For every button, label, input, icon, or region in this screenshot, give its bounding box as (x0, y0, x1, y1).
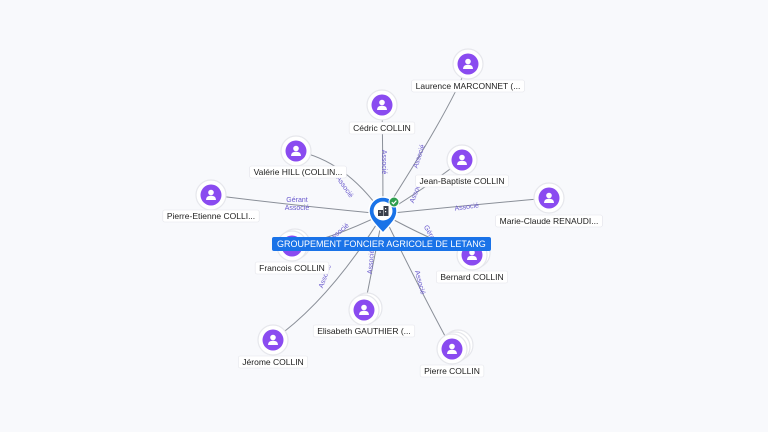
center-company-label[interactable]: GROUPEMENT FONCIER AGRICOLE DE LETANG (272, 237, 491, 251)
edge-label: Associé (412, 144, 426, 170)
node-label: Jean-Baptiste COLLIN (419, 176, 504, 186)
person-node-marie-claude[interactable]: Marie-Claude RENAUDI... (495, 182, 603, 228)
node-label-bg (162, 209, 260, 223)
edge-line (382, 197, 550, 215)
edge-label: Associé (367, 249, 376, 274)
node-label-bg (436, 270, 508, 284)
person-icon (377, 99, 387, 110)
person-node-pierre-etienne[interactable]: Pierre-Etienne COLLI... (162, 179, 260, 223)
check-icon (388, 196, 400, 208)
edge-line (382, 213, 453, 350)
node-label-bg (415, 174, 509, 188)
person-icon (206, 189, 216, 200)
node-label: Marie-Claude RENAUDI... (500, 216, 599, 226)
person-icon (467, 249, 477, 260)
edge-label: Associé (285, 205, 310, 212)
person-node-valerie[interactable]: Valérie HILL (COLLIN... (249, 135, 347, 179)
person-icon (463, 58, 473, 69)
node-label: Elisabeth GAUTHIER (... (317, 326, 411, 336)
person-icon (544, 192, 554, 203)
node-label-bg (411, 79, 525, 93)
edge-label: Associé (413, 270, 426, 296)
edge-marie-claude: Associé (382, 197, 550, 215)
person-icon (447, 343, 457, 354)
node-label: Pierre COLLIN (424, 366, 480, 376)
edge-line (272, 213, 384, 341)
edge-label: Associé (380, 150, 387, 175)
node-label-bg (419, 364, 485, 378)
person-icon (291, 145, 301, 156)
edge-label: Associé (454, 202, 479, 212)
person-node-elisabeth[interactable]: Elisabeth GAUTHIER (... (312, 292, 416, 338)
person-node-jean-baptiste[interactable]: Jean-Baptiste COLLIN (415, 144, 509, 188)
node-label-bg (254, 261, 330, 275)
company-icon (378, 206, 389, 216)
node-label: Jérome COLLIN (242, 357, 303, 367)
person-node-pierre[interactable]: Pierre COLLIN (419, 329, 485, 378)
person-icon (359, 304, 369, 315)
edge-line (210, 194, 384, 215)
person-icon (457, 154, 467, 165)
node-label: Laurence MARCONNET (... (416, 81, 521, 91)
node-label-bg (348, 121, 416, 135)
node-label: Cédric COLLIN (353, 123, 411, 133)
node-label-bg (249, 165, 347, 179)
node-label: Valérie HILL (COLLIN... (254, 167, 343, 177)
person-node-laurence[interactable]: Laurence MARCONNET (... (411, 48, 525, 93)
node-label-bg (495, 214, 603, 228)
center-node[interactable] (368, 196, 400, 235)
person-node-cedric[interactable]: Cédric COLLIN (348, 89, 416, 135)
person-node-jerome[interactable]: Jérome COLLIN (237, 324, 309, 369)
nodes-layer: Laurence MARCONNET (... Cédric COLLIN Valé… (162, 48, 603, 378)
edge-label: Gérant (286, 197, 307, 204)
node-label: Bernard COLLIN (440, 272, 503, 282)
node-label-bg (237, 355, 309, 369)
node-label: Pierre-Etienne COLLI... (167, 211, 255, 221)
node-label-bg (312, 324, 416, 338)
person-node-francois[interactable]: Francois COLLIN (254, 228, 330, 275)
person-icon (268, 334, 278, 345)
node-label: Francois COLLIN (259, 263, 325, 273)
